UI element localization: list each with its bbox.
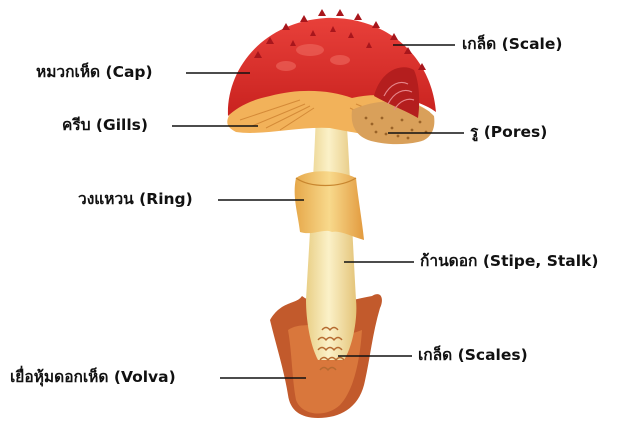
label-stipe: ก้านดอก (Stipe, Stalk): [420, 251, 598, 271]
ring: [295, 171, 364, 240]
label-pores: รู (Pores): [470, 122, 547, 142]
label-volva: เยื่อหุ้มดอกเห็ด (Volva): [10, 367, 176, 387]
label-cap: หมวกเห็ด (Cap): [36, 62, 153, 82]
label-scale: เกล็ด (Scale): [462, 34, 562, 54]
label-ring: วงแหวน (Ring): [78, 189, 193, 209]
label-scales: เกล็ด (Scales): [418, 345, 528, 365]
pores-area: [352, 101, 435, 144]
label-gills: ครีบ (Gills): [62, 115, 148, 135]
stipe: [306, 112, 356, 360]
